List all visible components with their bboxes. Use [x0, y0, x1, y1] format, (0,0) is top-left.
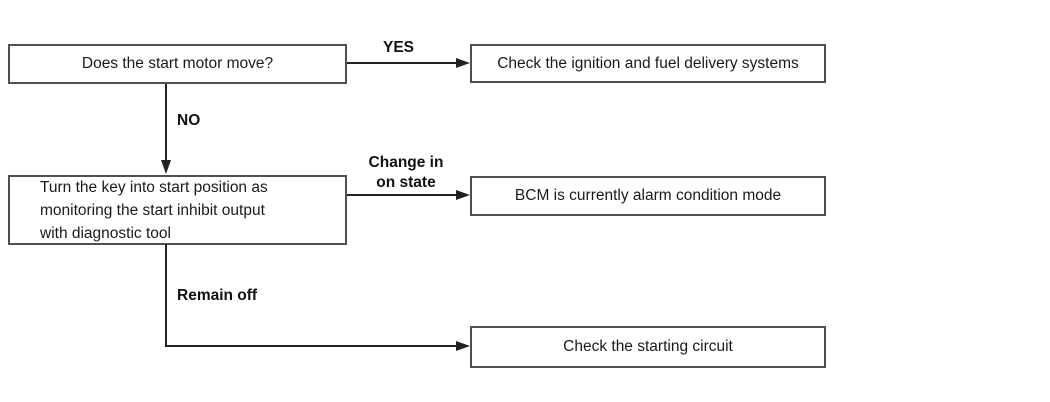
edge-no-line [165, 84, 167, 161]
arrowhead-down-icon [161, 160, 171, 174]
node-check-ignition: Check the ignition and fuel delivery sys… [470, 44, 826, 83]
arrowhead-right-icon [456, 341, 470, 351]
node-check-starting-circuit-label: Check the starting circuit [563, 338, 733, 355]
node-turn-key-line2: monitoring the start inhibit output [40, 201, 265, 219]
edge-change-in-on-state-line [347, 194, 457, 196]
node-check-ignition-label: Check the ignition and fuel delivery sys… [497, 54, 799, 72]
node-turn-key-line1: Turn the key into start position as [40, 178, 268, 196]
node-turn-key-monitor: Turn the key into start position as moni… [8, 175, 347, 245]
edge-change-in-on-state-label-line2: on state [376, 174, 436, 191]
edge-change-in-on-state-label-line1: Change in [368, 154, 444, 171]
node-start-motor-question: Does the start motor move? [8, 44, 347, 84]
arrowhead-right-icon [456, 190, 470, 200]
node-bcm-alarm-mode: BCM is currently alarm condition mode [470, 176, 826, 216]
arrowhead-right-icon [456, 58, 470, 68]
node-start-motor-question-label: Does the start motor move? [81, 55, 274, 72]
node-turn-key-monitor-label: Turn the key into start position as moni… [40, 176, 268, 245]
edge-change-in-on-state-label: Change in on state [352, 153, 460, 193]
node-turn-key-line3: with diagnostic tool [40, 224, 171, 242]
edge-remain-off-vertical-line [165, 244, 167, 347]
edge-yes-label: YES [383, 39, 415, 56]
edge-remain-off-label: Remain off [177, 287, 258, 304]
edge-no-label: NO [177, 112, 201, 129]
node-bcm-alarm-mode-label: BCM is currently alarm condition mode [514, 187, 782, 204]
edge-yes-line [347, 62, 457, 64]
edge-remain-off-horizontal-line [165, 345, 457, 347]
node-check-starting-circuit: Check the starting circuit [470, 326, 826, 368]
